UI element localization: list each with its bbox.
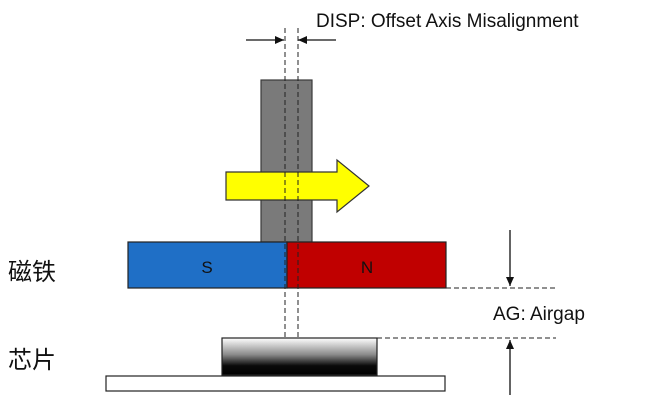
- magnet-south-label: S: [201, 258, 212, 277]
- magnet-label: 磁铁: [8, 259, 56, 286]
- magnet-north-label: N: [361, 258, 373, 277]
- disp-label: DISP: Offset Axis Misalignment: [316, 11, 579, 32]
- right-arrow-icon: [225, 158, 370, 214]
- airgap-label: AG: Airgap: [493, 304, 585, 325]
- magnet-south: [127, 241, 288, 289]
- reference-lines: [377, 287, 556, 339]
- magnet-north: [286, 241, 447, 289]
- axis-lines: [284, 28, 299, 338]
- chip: [221, 337, 378, 376]
- chip-label: 芯片: [8, 347, 56, 374]
- board: [105, 375, 446, 392]
- shaft: [260, 79, 313, 243]
